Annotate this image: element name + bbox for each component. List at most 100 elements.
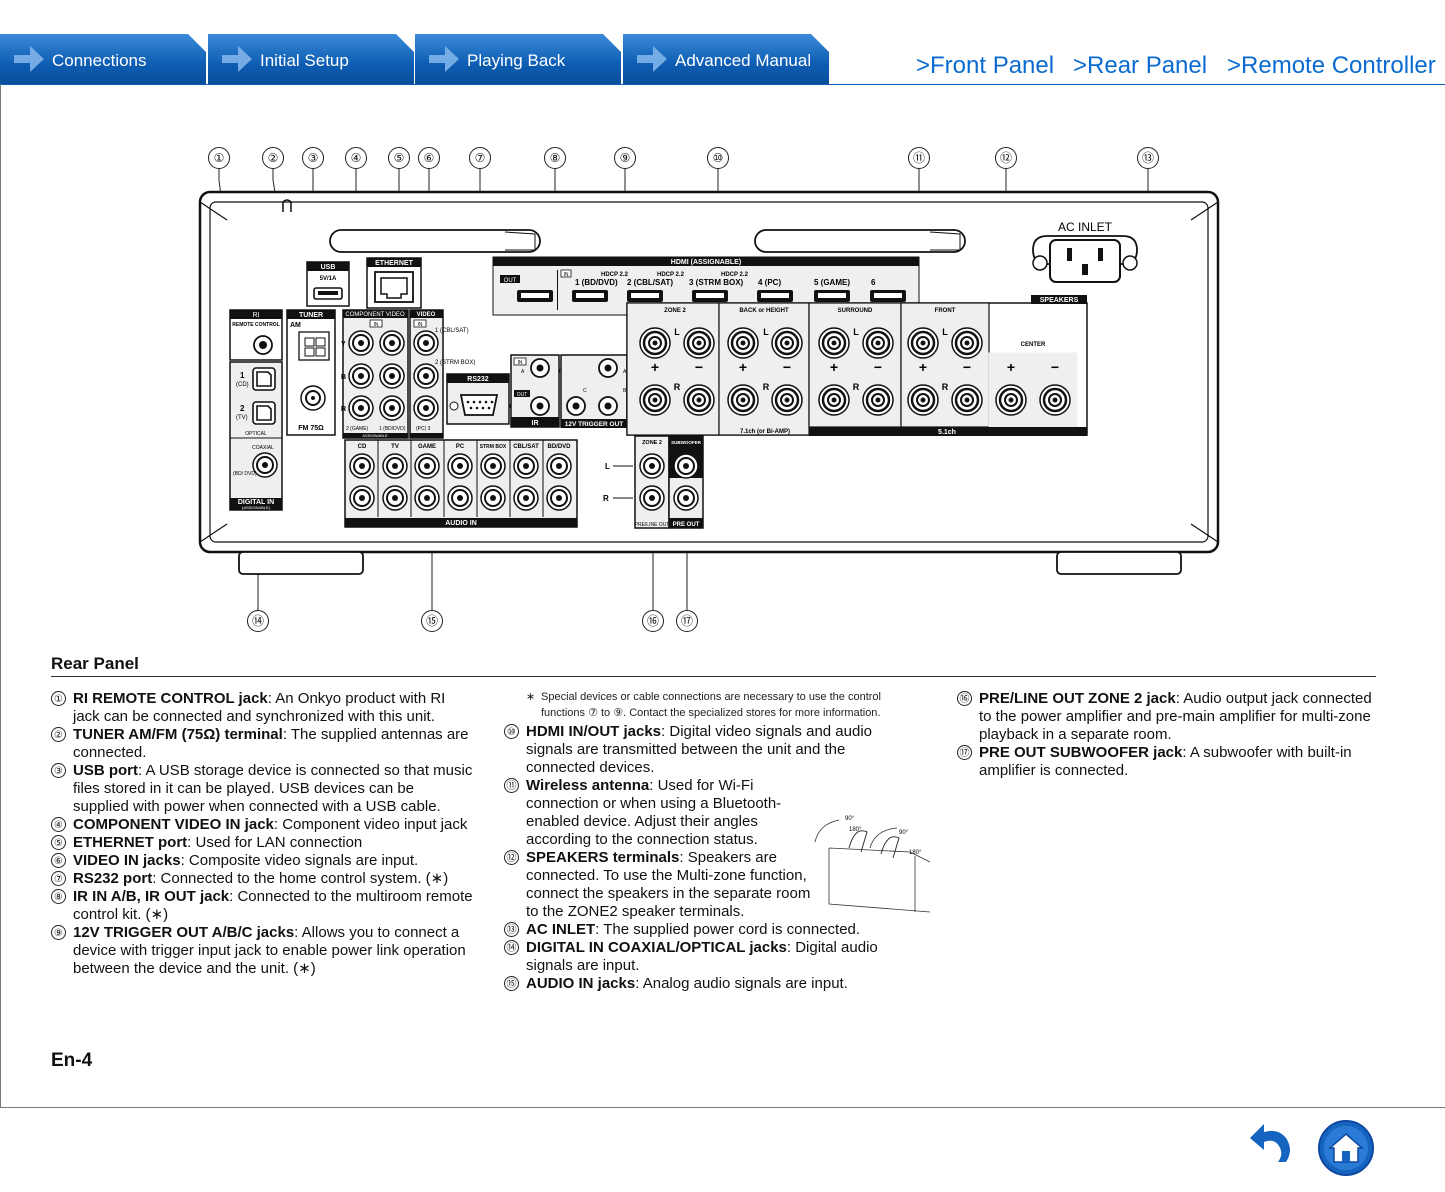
- audio-in-strmbox-l-jack[interactable]: [480, 453, 506, 479]
- front-l-plus-terminal[interactable]: [906, 326, 940, 360]
- audio-in-game-label: GAME: [418, 444, 436, 450]
- subwoofer-jack-1[interactable]: [673, 453, 699, 479]
- audio-in-cblsat-r-jack[interactable]: [513, 485, 539, 511]
- front-r-plus-terminal[interactable]: [906, 383, 940, 417]
- surround-l-plus-terminal[interactable]: [817, 326, 851, 360]
- plus-label: +: [651, 359, 659, 375]
- component-1-b-jack[interactable]: [379, 363, 405, 389]
- hdmi-in-5-label: 5 (GAME): [814, 278, 850, 287]
- remote-control-label: REMOTE CONTROL: [232, 322, 280, 328]
- zone2-pre-r-jack[interactable]: [639, 485, 665, 511]
- surround-r-minus-terminal[interactable]: [861, 383, 895, 417]
- audio-in-tv-l-jack[interactable]: [382, 453, 408, 479]
- back-r-minus-terminal[interactable]: [770, 383, 804, 417]
- hdmi-in-2-port[interactable]: [627, 290, 663, 302]
- page-frame-bottom: [0, 1107, 1445, 1108]
- component-b-label: B: [341, 374, 346, 381]
- ir-label: IR: [532, 420, 539, 427]
- surround-r-plus-terminal[interactable]: [817, 383, 851, 417]
- component-2-r-jack[interactable]: [348, 395, 374, 421]
- tab-advanced-manual[interactable]: Advanced Manual: [623, 34, 829, 84]
- minus-label: −: [695, 359, 703, 375]
- video-3-jack[interactable]: [413, 395, 439, 421]
- hdmi-in-5-port[interactable]: [814, 290, 850, 302]
- optical-cd-label: (CD): [236, 382, 249, 388]
- center-plus-terminal[interactable]: [994, 383, 1028, 417]
- footnote-text: Special devices or cable connections are…: [541, 691, 881, 719]
- audio-in-cd-l-jack[interactable]: [349, 453, 375, 479]
- video-2-jack[interactable]: [413, 363, 439, 389]
- item-term: HDMI IN/OUT jacks: [526, 723, 662, 740]
- link-rear-panel[interactable]: >Rear Panel: [1073, 52, 1208, 79]
- video-in-label: IN: [418, 322, 423, 328]
- speakers-label: SPEAKERS: [1040, 297, 1079, 304]
- component-2-b-jack[interactable]: [348, 363, 374, 389]
- plus-label: +: [1007, 359, 1015, 375]
- audio-in-bddvd-r-jack[interactable]: [546, 485, 572, 511]
- item-number: ⑩: [504, 724, 519, 739]
- audio-in-pc-r-jack[interactable]: [447, 485, 473, 511]
- zone2-l-plus-terminal[interactable]: [638, 326, 672, 360]
- component-1-r-jack[interactable]: [379, 395, 405, 421]
- back-icon[interactable]: [1246, 1120, 1300, 1170]
- rs232-port[interactable]: [459, 394, 499, 416]
- item-number: ⑭: [504, 940, 519, 955]
- audio-in-tv-r-jack[interactable]: [382, 485, 408, 511]
- audio-in-game-r-jack[interactable]: [414, 485, 440, 511]
- component-in-label: IN: [374, 322, 379, 328]
- component-1-y-jack[interactable]: [379, 330, 405, 356]
- surround-l-minus-terminal[interactable]: [861, 326, 895, 360]
- ir-out-label: OUT: [517, 392, 528, 398]
- digital-in-label: DIGITAL IN: [238, 499, 274, 506]
- item-number: ⑰: [957, 745, 972, 760]
- front-r-label: R: [942, 382, 949, 392]
- front-l-minus-terminal[interactable]: [950, 326, 984, 360]
- zone2-pre-l-jack[interactable]: [639, 453, 665, 479]
- minus-label: −: [963, 359, 971, 375]
- front-r-minus-terminal[interactable]: [950, 383, 984, 417]
- component-assignable-label: ASSIGNABLE: [362, 433, 388, 438]
- back-l-minus-terminal[interactable]: [770, 326, 804, 360]
- hdmi-in-3-port[interactable]: [692, 290, 728, 302]
- hdmi-out-port[interactable]: [517, 290, 553, 302]
- audio-in-label: AUDIO IN: [445, 520, 477, 527]
- link-front-panel[interactable]: >Front Panel: [916, 52, 1055, 79]
- rear-panel-svg: AC INLET HDMI (ASSIGNABLE) OUT IN 1 (BD/…: [198, 166, 1220, 610]
- audio-in-strmbox-r-jack[interactable]: [480, 485, 506, 511]
- tab-playing-back[interactable]: Playing Back: [415, 34, 621, 84]
- hdmi-in-1-port[interactable]: [572, 290, 608, 302]
- fm-label: FM 75Ω: [298, 425, 324, 432]
- audio-in-cblsat-l-jack[interactable]: [513, 453, 539, 479]
- item-number: ⑦: [51, 871, 66, 886]
- item-number: ⑬: [504, 922, 519, 937]
- zone2-speaker-label: ZONE 2: [664, 308, 686, 314]
- item-number: ①: [51, 691, 66, 706]
- tab-initial-setup[interactable]: Initial Setup: [208, 34, 414, 84]
- back-r-plus-terminal[interactable]: [726, 383, 760, 417]
- back-l-plus-terminal[interactable]: [726, 326, 760, 360]
- item-number: ③: [51, 763, 66, 778]
- callout-12: ⑫: [995, 147, 1017, 169]
- home-icon[interactable]: [1316, 1118, 1376, 1178]
- zone2-r-plus-terminal[interactable]: [638, 383, 672, 417]
- audio-in-game-l-jack[interactable]: [414, 453, 440, 479]
- pre-zone2-label: ZONE 2: [642, 440, 662, 446]
- video-1-jack[interactable]: [413, 330, 439, 356]
- hdmi-in-4-port[interactable]: [757, 290, 793, 302]
- item-term: SPEAKERS terminals: [526, 849, 680, 866]
- audio-in-bddvd-l-jack[interactable]: [546, 453, 572, 479]
- center-minus-terminal[interactable]: [1038, 383, 1072, 417]
- component-2-y-jack[interactable]: [348, 330, 374, 356]
- hdmi-in-6-port[interactable]: [870, 290, 906, 302]
- link-remote-controller[interactable]: >Remote Controller: [1227, 52, 1436, 79]
- zone2-l-minus-terminal[interactable]: [682, 326, 716, 360]
- subwoofer-jack-2[interactable]: [673, 485, 699, 511]
- audio-in-cd-r-jack[interactable]: [349, 485, 375, 511]
- audio-in-pc-l-jack[interactable]: [447, 453, 473, 479]
- item-text: : Analog audio signals are input.: [635, 975, 848, 992]
- tab-connections[interactable]: Connections: [0, 34, 206, 84]
- zone2-r-minus-terminal[interactable]: [682, 383, 716, 417]
